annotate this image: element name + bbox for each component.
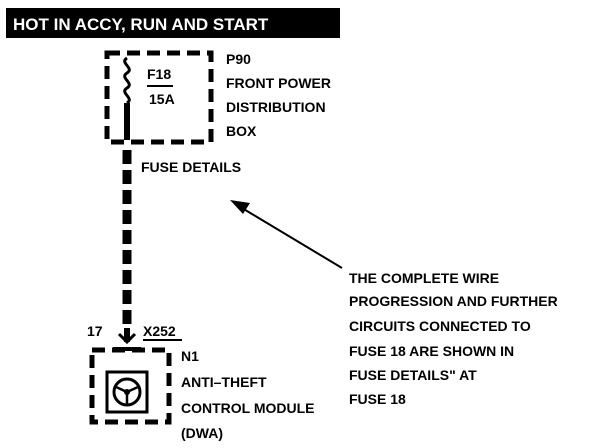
connector-arrow-icon [117,332,137,345]
module-name-line-3: (DWA) [181,425,223,441]
power-box-name-line-2: DISTRIBUTION [226,99,326,115]
note-line-4: FUSE 18 ARE SHOWN IN [349,343,514,359]
module-ref: N1 [181,348,199,364]
power-distribution-box [104,50,214,145]
connector-id: X252 [143,323,176,339]
header-bar [6,8,340,38]
note-arrowhead-icon [230,200,250,214]
module-symbol-frame [105,370,149,414]
fuse-rating: 15A [149,91,175,107]
module-name-line-1: ANTI–THEFT [181,374,267,390]
steering-wheel-spoke-right [126,385,139,394]
note-line-5: FUSE DETAILS" AT [349,367,477,383]
power-box-name-line-1: FRONT POWER [226,75,331,91]
module-name-line-2: CONTROL MODULE [181,400,315,416]
fuse-id: F18 [147,66,171,82]
note-pointer-line [241,207,343,269]
fuse-icon [123,56,131,105]
note-line-1: THE COMPLETE WIRE [349,270,499,286]
note-line-2: PROGRESSION AND FURTHER [349,293,558,309]
header-title: HOT IN ACCY, RUN AND START [13,15,269,34]
note-line-3: CIRCUITS CONNECTED TO [349,318,531,334]
power-box-name-line-3: BOX [226,123,257,139]
module-box [89,347,172,425]
power-box-ref: P90 [226,51,251,67]
note-line-6: FUSE 18 [349,391,406,407]
connector-pin: 17 [87,323,103,339]
fuse-details-label: FUSE DETAILS [141,159,241,175]
steering-wheel-spoke-left [115,385,128,394]
